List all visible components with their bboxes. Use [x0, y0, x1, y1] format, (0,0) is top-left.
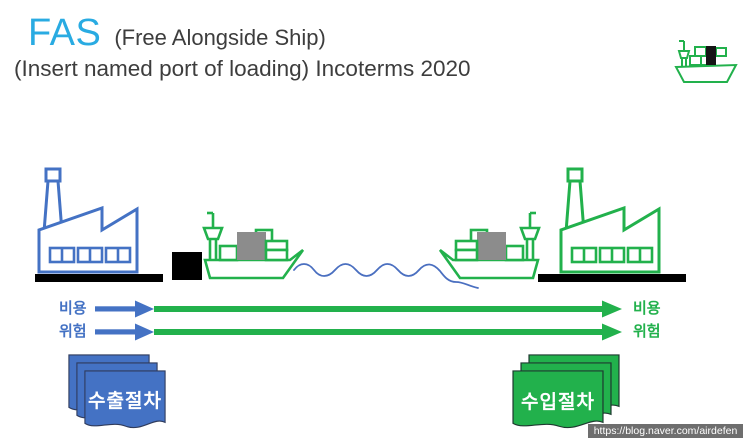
seller-factory-icon [37, 167, 139, 274]
document-sheet [84, 370, 166, 429]
watermark-url: https://blog.naver.com/airdefen [588, 424, 743, 438]
title-subtitle: (Free Alongside Ship) [114, 25, 326, 50]
quay-block [172, 252, 202, 280]
black-container [706, 46, 716, 65]
risk-label-right: 위험 [633, 323, 661, 340]
page-title: FAS (Free Alongside Ship) [28, 12, 326, 55]
export-documents-label: 수출절차 [88, 391, 162, 412]
import-ship-icon [438, 211, 541, 280]
import-documents-label: 수입절차 [521, 392, 595, 413]
buyer-factory-icon [559, 167, 661, 274]
cargo-ship-icon [674, 40, 738, 83]
ground-right [538, 274, 686, 282]
import-documents-stack: 수입절차 [503, 353, 625, 438]
export-documents-stack: 수출절차 [64, 353, 168, 438]
title-acronym: FAS [28, 12, 102, 54]
cost-arrow [95, 300, 622, 318]
wave-icon [293, 263, 479, 289]
gray-container [477, 232, 506, 260]
risk-arrow [95, 323, 622, 341]
gray-container [237, 232, 266, 260]
title-line2: (Insert named port of loading) Incoterms… [14, 56, 471, 81]
cost-label-right: 비용 [633, 300, 661, 317]
cost-label-left: 비용 [59, 300, 87, 317]
risk-label-left: 위험 [59, 323, 87, 340]
export-ship-icon [202, 211, 305, 280]
ground-left [35, 274, 163, 282]
document-sheet [512, 370, 604, 429]
